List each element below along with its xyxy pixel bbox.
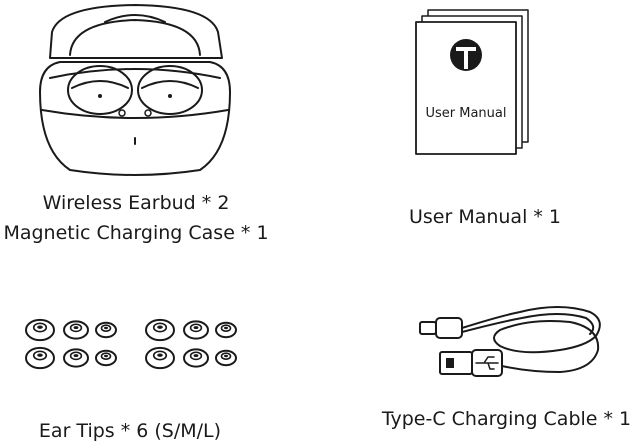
ear-tip (95, 321, 117, 339)
manual-caption: User Manual * 1 (408, 206, 562, 228)
ear-tip (145, 346, 175, 370)
ear-tip (215, 349, 237, 367)
ear-tip (215, 321, 237, 339)
earbuds-caption-line1: Wireless Earbud * 2 (42, 192, 230, 214)
ear-tip (63, 348, 89, 368)
ear-tip (145, 318, 175, 342)
cable-caption: Type-C Charging Cable * 1 (381, 408, 632, 430)
earbuds-caption-line2: Magnetic Charging Case * 1 (3, 222, 269, 244)
ear-tip (63, 320, 89, 340)
ear-tip (25, 346, 55, 370)
ear-tip (183, 320, 209, 340)
ear-tip (95, 349, 117, 367)
manual-cover-label: User Manual (425, 106, 507, 121)
ear-tip (183, 348, 209, 368)
ear-tips-caption: Ear Tips * 6 (S/M/L) (38, 420, 222, 442)
ear-tip (25, 318, 55, 342)
